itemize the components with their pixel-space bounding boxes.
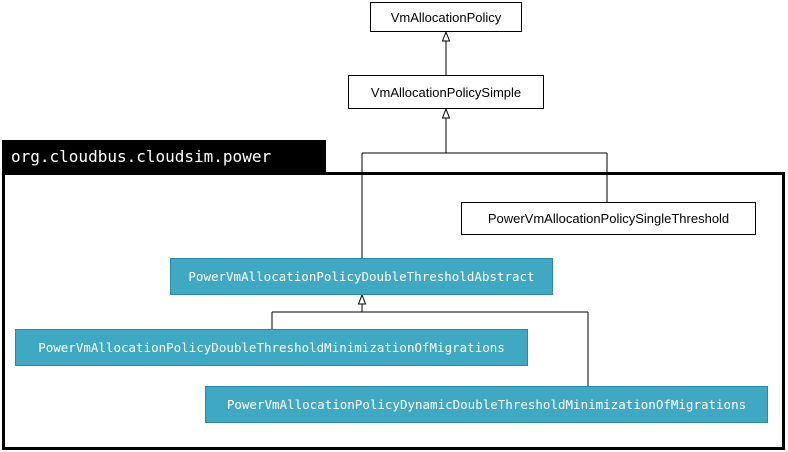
class-name: PowerVmAllocationPolicyDoubleThresholdMi… [38,340,505,355]
inheritance-arrowhead [357,293,367,305]
package-frame [2,172,785,450]
class-name: VmAllocationPolicy [390,9,502,25]
class-power-double-threshold-abstract[interactable]: PowerVmAllocationPolicyDoubleThresholdAb… [170,258,553,295]
class-vm-allocation-policy[interactable]: VmAllocationPolicy [370,2,522,32]
class-name: VmAllocationPolicySimple [370,84,522,100]
class-name: PowerVmAllocationPolicyDoubleThresholdAb… [188,269,535,284]
package-name: org.cloudbus.cloudsim.power [11,147,272,166]
class-power-double-threshold-min-migrations[interactable]: PowerVmAllocationPolicyDoubleThresholdMi… [15,329,528,366]
inheritance-arrowhead [441,107,451,119]
inheritance-arrowhead [441,30,451,42]
class-power-dynamic-double-threshold-min-migrations[interactable]: PowerVmAllocationPolicyDynamicDoubleThre… [205,386,768,423]
class-vm-allocation-policy-simple[interactable]: VmAllocationPolicySimple [348,75,544,109]
class-power-single-threshold[interactable]: PowerVmAllocationPolicySingleThreshold [461,202,756,235]
class-name: PowerVmAllocationPolicySingleThreshold [487,211,730,226]
class-name: PowerVmAllocationPolicyDynamicDoubleThre… [226,397,747,412]
package-name-tab: org.cloudbus.cloudsim.power [2,140,326,173]
